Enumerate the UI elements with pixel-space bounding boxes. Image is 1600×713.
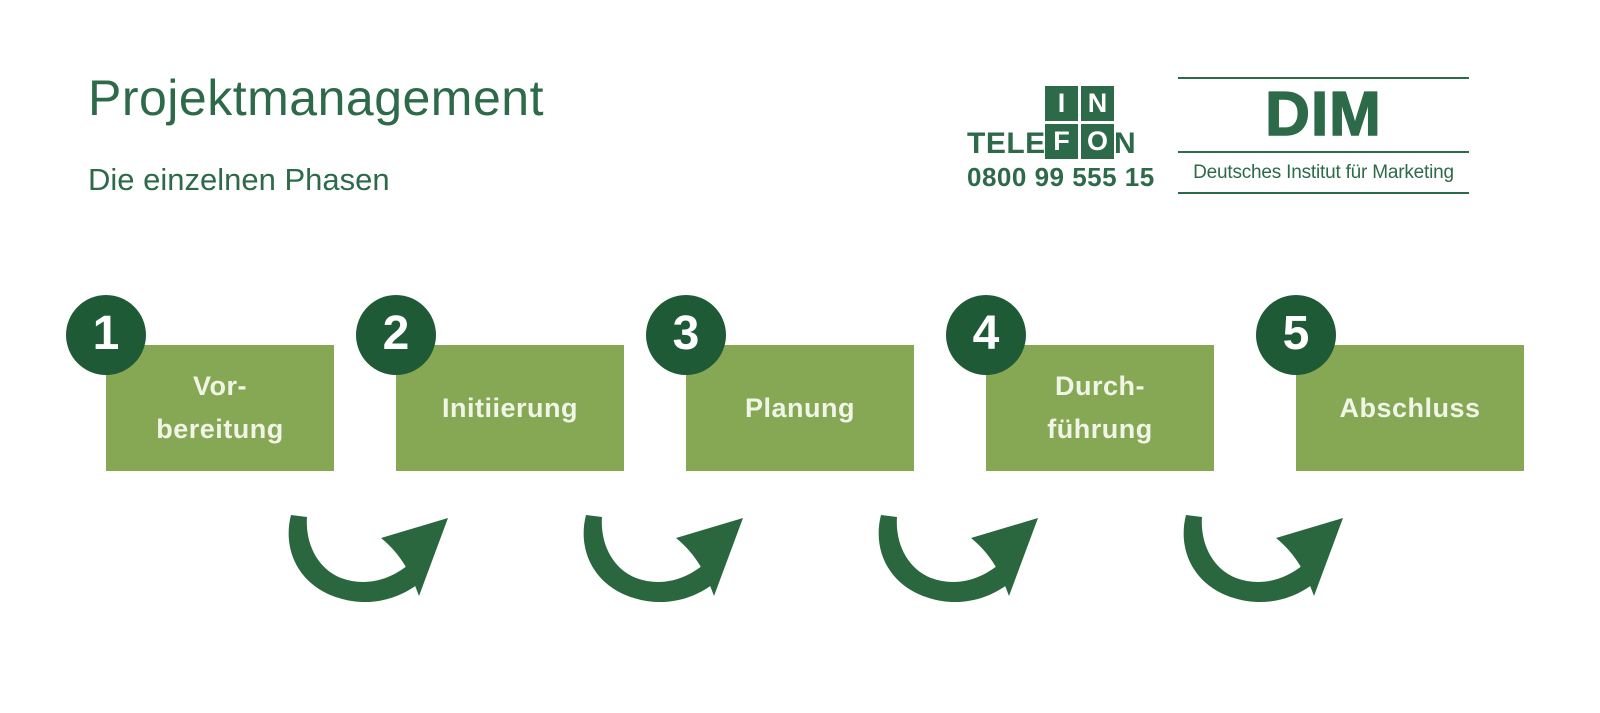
phase-4-box: Durch- führung [986,345,1214,471]
phase-3-number-badge: 3 [646,295,726,375]
page-title: Projektmanagement [88,70,544,126]
phase-1-number-badge: 1 [66,295,146,375]
phase-5-number-badge: 5 [1256,295,1336,375]
info-letter-tile-o: O [1081,124,1114,159]
phase-1-box: Vor- bereitung [106,345,334,471]
phase-1-label-line1: Vor- [193,371,247,401]
header: Projektmanagement Die einzelnen Phasen [88,68,544,198]
phase-3-number: 3 [672,306,700,360]
dim-rule-top [1178,77,1469,79]
phase-2-label-line1: Initiierung [442,392,578,423]
phase-1-number: 1 [92,306,120,360]
info-telefon-logo: TELE I N F O N 0800 99 555 15 [967,86,1154,192]
dim-rule-middle [1178,151,1469,153]
phase-3-box: Planung [686,345,914,471]
info-letter-tile-f: F [1045,124,1078,159]
phase-2-box: Initiierung [396,345,624,471]
phase-4-number: 4 [972,306,1000,360]
dim-logo: DIM Deutsches Institut für Marketing [1178,77,1469,194]
curved-arrow-icon [878,515,1038,603]
phase-4-label-line2: führung [1047,414,1153,444]
info-grid-icon: I N F O [1045,86,1114,159]
phase-1-label-line2: bereitung [156,414,284,444]
curved-arrow-icon [583,515,743,603]
phone-number: 0800 99 555 15 [967,162,1155,192]
info-letter-tile-n: N [1081,86,1114,121]
phase-3-label-line1: Planung [745,392,855,423]
phase-5-box: Abschluss [1296,345,1524,471]
telefon-suffix-text: N [1114,127,1136,160]
phase-2-number-badge: 2 [356,295,436,375]
phase-5-number: 5 [1282,306,1310,360]
dim-acronym: DIM [1264,79,1382,150]
phase-2-number: 2 [382,306,410,360]
dim-tagline: Deutsches Institut für Marketing [1193,162,1454,183]
phase-4-label-line1: Durch- [1055,371,1145,401]
page-subtitle: Die einzelnen Phasen [88,162,390,197]
phase-4-number-badge: 4 [946,295,1026,375]
curved-arrow-icon [288,515,448,603]
info-letter-tile-i: I [1045,86,1078,121]
curved-arrow-icon [1183,515,1343,603]
dim-rule-bottom [1178,192,1469,194]
phase-5-label-line1: Abschluss [1339,392,1481,423]
telefon-prefix-text: TELE [967,127,1046,160]
